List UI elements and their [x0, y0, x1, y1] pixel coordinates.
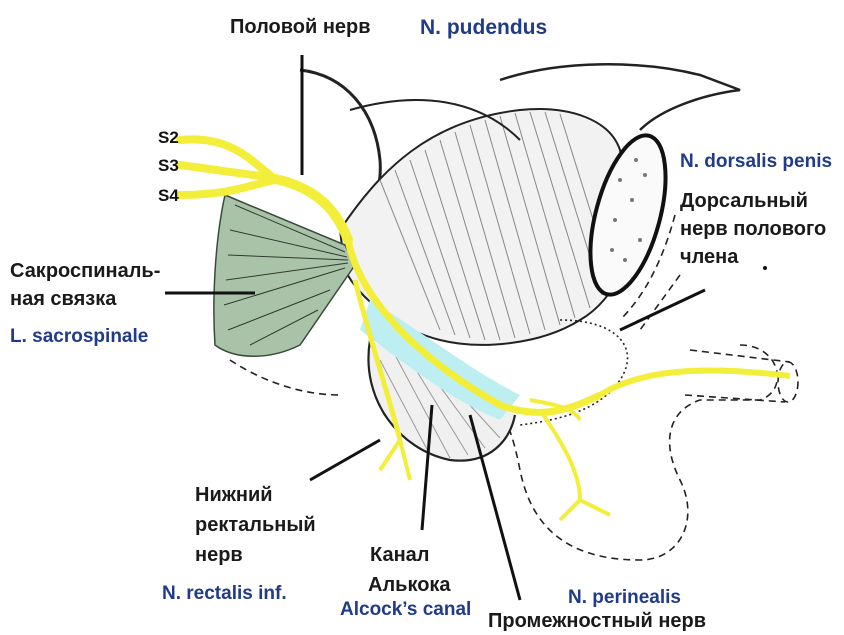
- root-s4: S4: [158, 186, 179, 206]
- dorsalis-ru-2: нерв полового: [680, 216, 826, 242]
- perinealis-ru: Промежностный нерв: [488, 608, 706, 634]
- root-s2: S2: [158, 128, 179, 148]
- perinealis-la: N. perinealis: [568, 586, 681, 610]
- sacro-la: L. sacrospinale: [10, 325, 148, 349]
- gluteal-outline: [230, 360, 340, 395]
- rectalis-ru-1: Нижний: [195, 482, 273, 508]
- canal-la: Alcock’s canal: [340, 598, 471, 622]
- penis-end: [778, 362, 798, 402]
- title-la: N. pudendus: [420, 16, 547, 40]
- rectalis-ru-3: нерв: [195, 542, 243, 568]
- title-ru: Половой нерв: [230, 14, 371, 40]
- rectalis-la: N. rectalis inf.: [162, 582, 287, 606]
- canal-ru-2: Алькока: [368, 572, 451, 598]
- canal-ru-1: Канал: [370, 542, 429, 568]
- dorsalis-la: N. dorsalis penis: [680, 150, 832, 174]
- dot-mark: [763, 266, 767, 270]
- sacro-ru-1: Сакроспиналь-: [10, 258, 160, 284]
- dorsalis-ru-3: члена: [680, 244, 738, 270]
- dorsalis-ru-1: Дорсальный: [680, 188, 808, 214]
- sacro-ru-2: ная связка: [10, 286, 116, 312]
- rectalis-ru-2: ректальный: [195, 512, 316, 538]
- root-s3: S3: [158, 156, 179, 176]
